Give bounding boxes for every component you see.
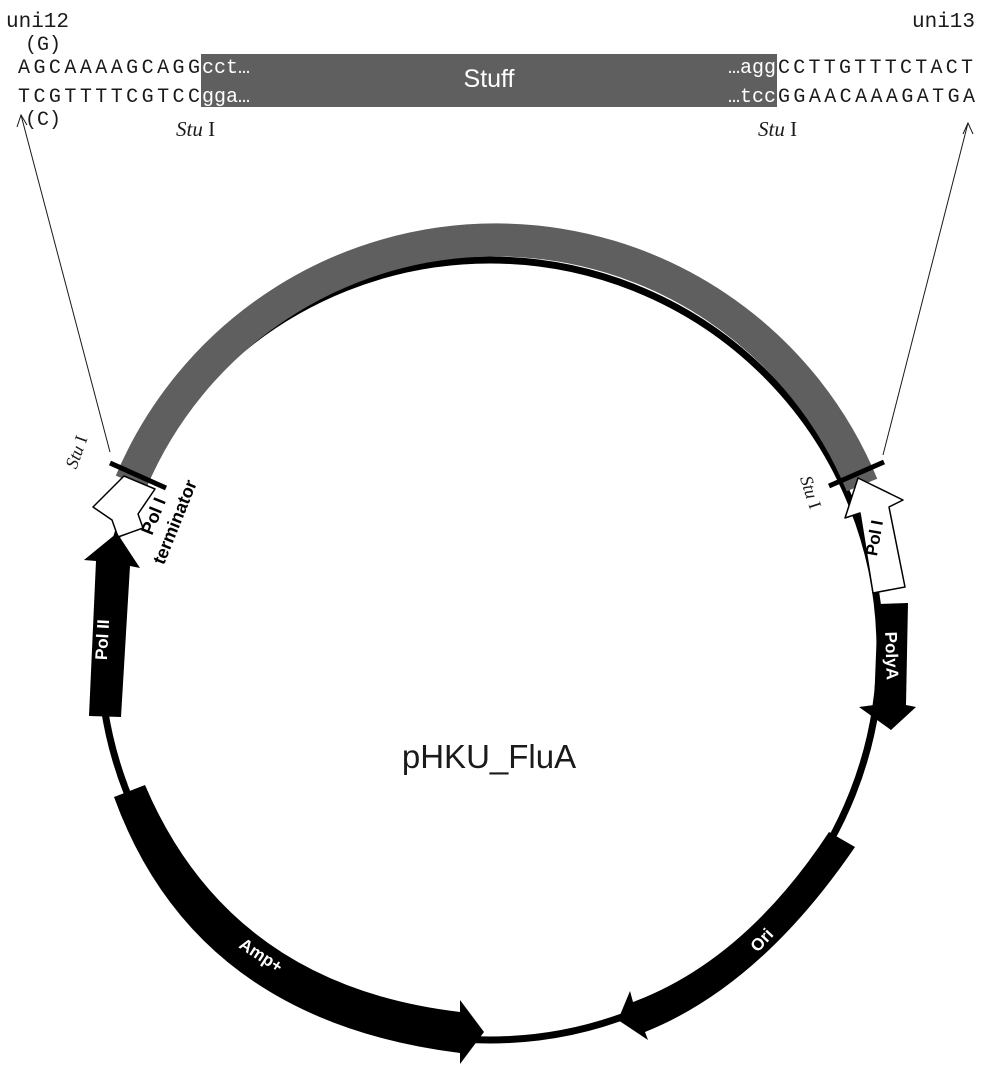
left-top-sequence: AGCAAAAGCAGG [18,57,200,80]
zoom-lines [16,113,974,456]
zoom-line-left [20,114,111,453]
pol-ii-arrow [84,533,140,717]
stu-i-ring-label-right: Stu I [796,473,825,511]
stuffer-arc-label: Stuff (~1.7kbp) [421,158,558,185]
pol-i-arrow [844,477,906,594]
primer-uni12-label: uni12 [6,11,69,34]
stu-i-site-tick-right [828,459,885,489]
left-variant-top: (G) [25,34,61,57]
ori-arrow [618,832,855,1040]
zoom-arrowhead-left [16,113,28,128]
plasmid-map: Stuff (~1.7kbp) Pol I terminator Pol I P… [61,158,916,1064]
right-bottom-sequence: GGAACAAAGATGA [778,86,975,109]
primer-uni13-label: uni13 [912,11,975,34]
zoom-line-right [882,122,969,456]
amp-arrow [114,785,484,1064]
stu-i-ring-label-left: Stu I [61,433,91,471]
pol-ii-label: Pol II [92,619,113,661]
insert-right-bottom-end: …tcc [728,86,776,109]
left-variant-bottom: (C) [25,109,61,132]
stu-i-site-label-left: Stu I [176,117,215,141]
stuffer-arc [115,223,878,492]
insert-left-bottom-end: gga… [202,86,250,109]
insert-detail: uni12 uni13 (G) Stuff AGCAAAAGCAGG TCGTT… [6,11,975,141]
pol-i-terminator-arrow [92,475,156,538]
insert-left-top-end: cct… [202,57,250,80]
stu-i-site-label-right: Stu I [758,117,797,141]
polya-arrow [859,603,916,730]
zoom-arrowhead-right [962,121,974,135]
stu-i-site-tick-left [108,460,168,491]
polya-label: PolyA [881,631,902,680]
insert-right-top-end: …agg [728,57,776,80]
stuffer-block [201,54,777,107]
right-top-sequence: CCTTGTTTCTACT [778,57,973,80]
plasmid-name: pHKU_FluA [402,738,576,775]
left-bottom-sequence: TCGTTTTCGTCC [18,86,200,109]
stuffer-block-label: Stuff [464,65,515,93]
